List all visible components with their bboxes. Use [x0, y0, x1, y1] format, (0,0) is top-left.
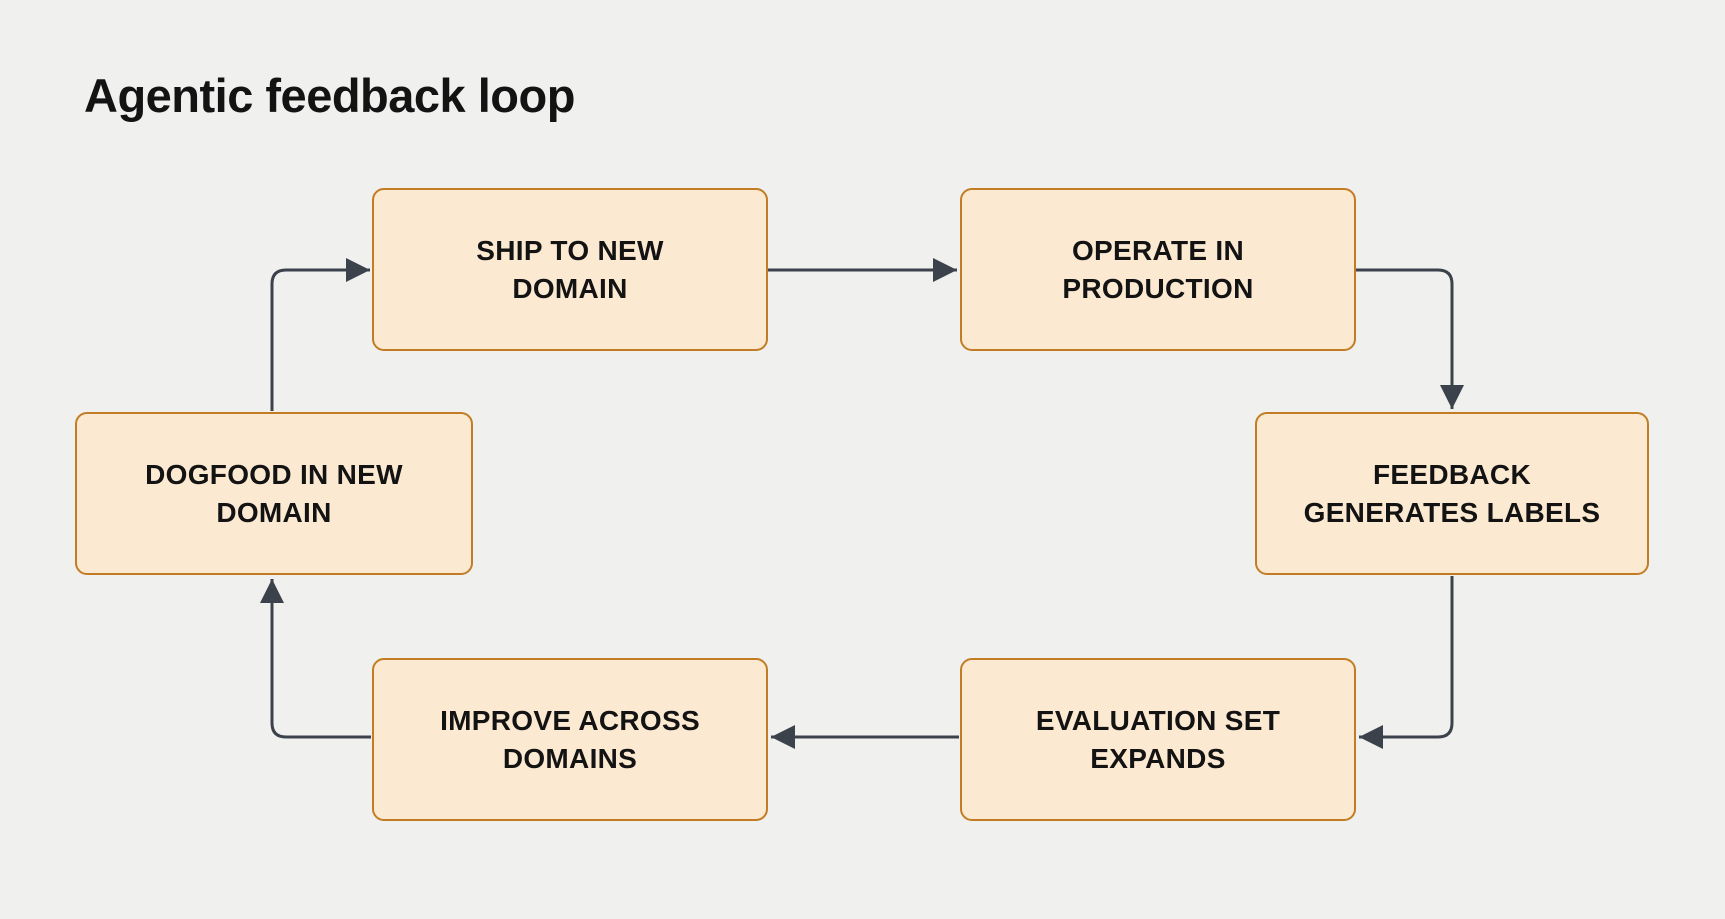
edge-improve-to-dogfood [260, 579, 371, 739]
node-label-line: PRODUCTION [1062, 272, 1254, 304]
edge-operate-to-feedback [1356, 268, 1464, 409]
page-title: Agentic feedback loop [84, 69, 575, 122]
node-label-line: DOGFOOD IN NEW [145, 458, 403, 490]
node-label-line: GENERATES LABELS [1303, 496, 1601, 528]
node-label-line: EXPANDS [1090, 742, 1226, 774]
edge-dogfood-to-ship [270, 258, 370, 411]
node-label-line: OPERATE IN [1071, 234, 1245, 266]
node-evaluation-set-expands: EVALUATION SET EXPANDS [960, 658, 1356, 821]
node-ship-to-new-domain: SHIP TO NEW DOMAIN [372, 188, 768, 351]
node-label-line: SHIP TO NEW [476, 234, 664, 266]
edge-feedback-to-evaluation [1359, 576, 1454, 749]
node-dogfood-in-new-domain: DOGFOOD IN NEW DOMAIN [75, 412, 473, 575]
node-label-line: DOMAINS [502, 742, 638, 774]
node-label-line: FEEDBACK [1373, 458, 1531, 490]
node-label-line: EVALUATION SET [1035, 704, 1281, 736]
node-improve-across-domains: IMPROVE ACROSS DOMAINS [372, 658, 768, 821]
node-operate-in-production: OPERATE IN PRODUCTION [960, 188, 1356, 351]
node-label-line: IMPROVE ACROSS [440, 704, 700, 736]
node-label-line: DOMAIN [216, 496, 332, 528]
node-label-line: DOMAIN [512, 272, 628, 304]
node-feedback-generates-labels: FEEDBACK GENERATES LABELS [1255, 412, 1649, 575]
